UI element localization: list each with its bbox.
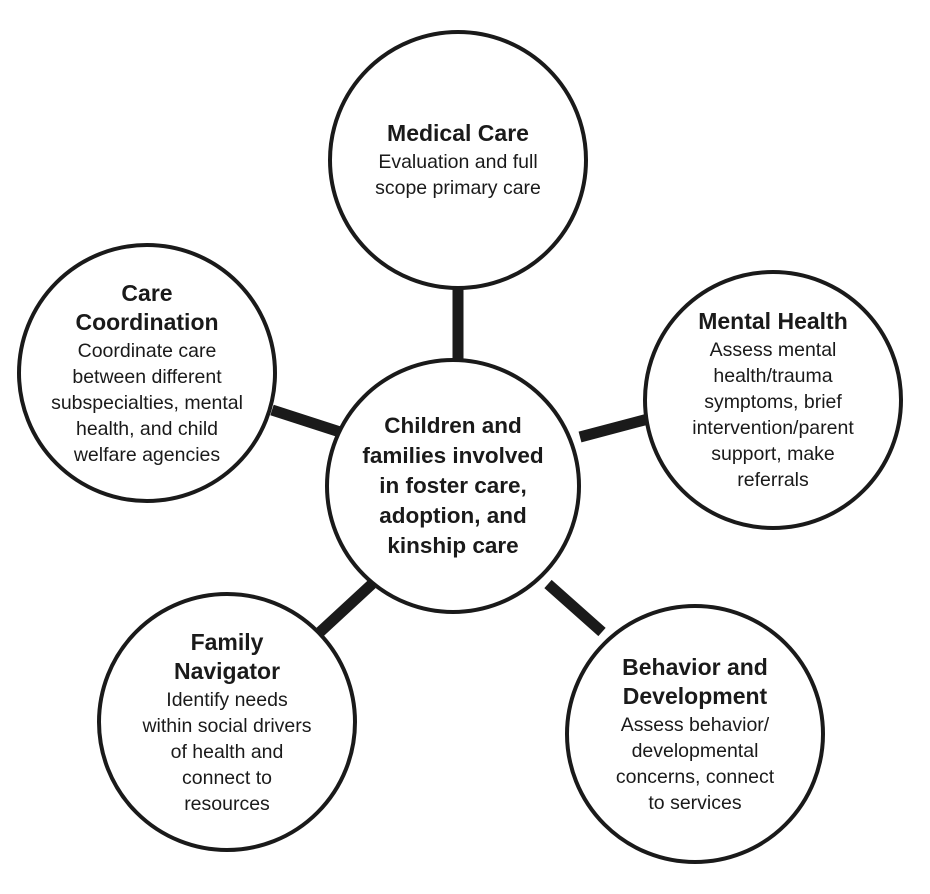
medical-care-circle: Medical Care Evaluation and full scope p… <box>328 30 588 290</box>
connector-mental-health <box>578 412 654 443</box>
connector-behavior-development <box>544 579 606 637</box>
connector-care-coordination <box>270 404 342 438</box>
mental-health-title: Mental Health <box>698 308 848 334</box>
mental-health-description: Assess mental health/trauma symptoms, br… <box>692 339 854 491</box>
care-coordination-title: Care Coordination <box>75 279 219 335</box>
center-label: Children and families involved in foster… <box>362 413 544 558</box>
connector-family-navigator <box>316 579 376 637</box>
behavior-development-description: Assess behavior/ developmental concerns,… <box>615 713 775 814</box>
behavior-development-circle: Behavior and Development Assess behavior… <box>565 604 825 864</box>
center-circle: Children and families involved in foster… <box>325 358 581 614</box>
mental-health-circle: Mental Health Assess mental health/traum… <box>643 270 903 530</box>
care-coordination-circle: Care Coordination Coordinate care betwee… <box>17 243 277 503</box>
family-navigator-title: Family Navigator <box>173 628 281 684</box>
medical-care-description: Evaluation and full scope primary care <box>375 151 541 199</box>
behavior-development-title: Behavior and Development <box>622 653 768 709</box>
family-navigator-description: Identify needs within social drivers of … <box>142 688 312 815</box>
family-navigator-circle: Family Navigator Identify needs within s… <box>97 592 357 852</box>
care-coordination-description: Coordinate care between different subspe… <box>51 339 243 466</box>
medical-care-title: Medical Care <box>387 120 529 146</box>
